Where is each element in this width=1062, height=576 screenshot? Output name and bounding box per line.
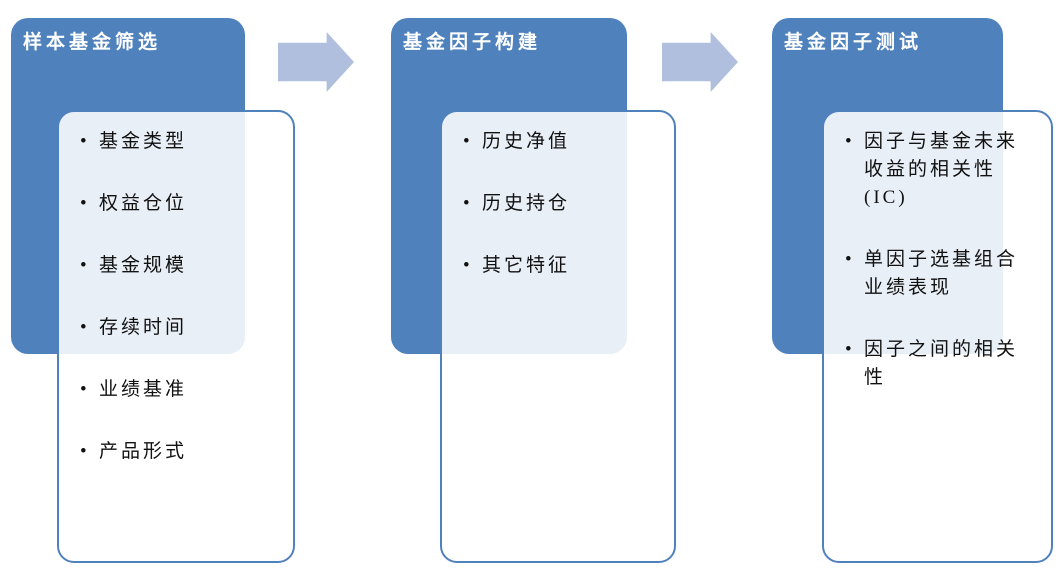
bullet-list: 历史净值 历史持仓 其它特征 — [442, 112, 674, 280]
stage-title: 基金因子测试 — [784, 32, 923, 53]
bullet-item: 业绩基准 — [80, 376, 281, 404]
bullet-item: 基金类型 — [80, 128, 281, 156]
bullet-item: 产品形式 — [80, 438, 281, 466]
right-arrow-icon — [662, 32, 738, 92]
detail-panel-fund-factor-testing: 因子与基金未来收益的相关性(IC) 单因子选基组合业绩表现 因子之间的相关性 — [822, 110, 1053, 563]
detail-panel-sample-fund-screening: 基金类型 权益仓位 基金规模 存续时间 业绩基准 产品形式 — [57, 110, 295, 563]
stage-title: 样本基金筛选 — [23, 32, 162, 53]
stage-title: 基金因子构建 — [403, 32, 542, 53]
bullet-item: 存续时间 — [80, 314, 281, 342]
bullet-list: 基金类型 权益仓位 基金规模 存续时间 业绩基准 产品形式 — [59, 112, 293, 466]
bullet-item: 单因子选基组合业绩表现 — [845, 246, 1024, 302]
right-arrow-icon — [278, 32, 354, 92]
bullet-item: 历史持仓 — [463, 190, 662, 218]
detail-panel-fund-factor-construction: 历史净值 历史持仓 其它特征 — [440, 110, 676, 563]
bullet-item: 因子与基金未来收益的相关性(IC) — [845, 128, 1024, 212]
bullet-item: 其它特征 — [463, 252, 662, 280]
bullet-item: 历史净值 — [463, 128, 662, 156]
bullet-list: 因子与基金未来收益的相关性(IC) 单因子选基组合业绩表现 因子之间的相关性 — [824, 112, 1051, 392]
bullet-item: 因子之间的相关性 — [845, 336, 1024, 392]
bullet-item: 基金规模 — [80, 252, 281, 280]
bullet-item: 权益仓位 — [80, 190, 281, 218]
